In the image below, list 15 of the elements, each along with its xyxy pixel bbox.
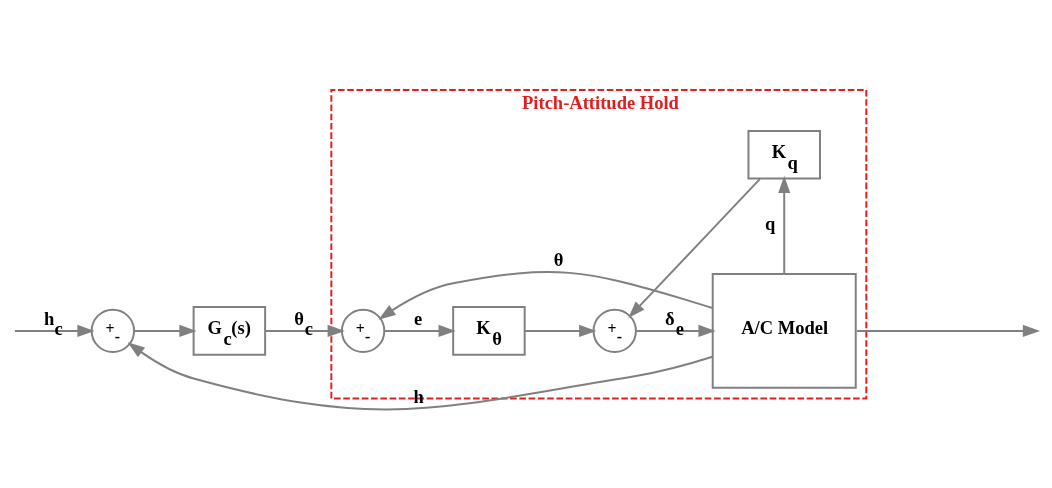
arrow — [635, 324, 716, 337]
arrow — [778, 175, 791, 275]
arrow — [264, 324, 345, 337]
arrow — [524, 324, 597, 337]
arrow — [133, 324, 197, 337]
arrow — [856, 324, 1041, 337]
edge-label: e — [414, 307, 423, 329]
edge-label: θ — [553, 248, 564, 270]
node-box: A/C Model — [711, 272, 857, 389]
arrow — [13, 324, 95, 337]
arrow — [127, 341, 714, 410]
arrow — [628, 177, 761, 318]
arrow — [378, 270, 714, 320]
arrow — [383, 324, 456, 337]
edge-label: q — [765, 212, 776, 234]
